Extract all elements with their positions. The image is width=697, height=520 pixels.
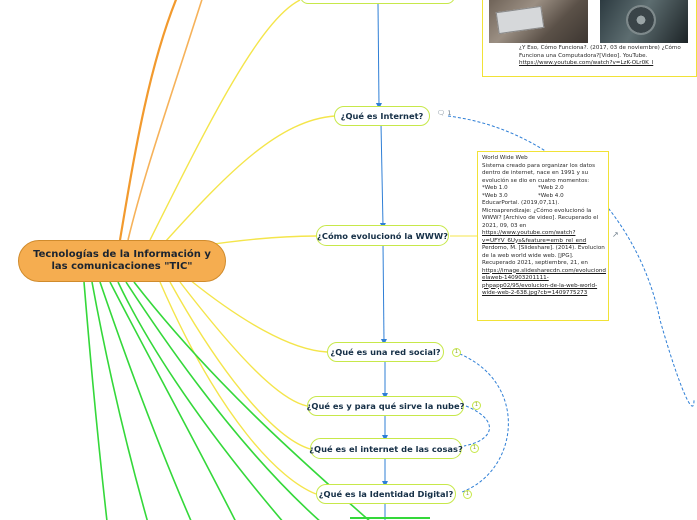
comment-icon: 🗨: [437, 109, 446, 117]
relation-badge[interactable]: 1: [472, 401, 481, 410]
arrow-to-internet: [375, 3, 382, 109]
topic-cut-top[interactable]: [300, 0, 455, 4]
image-computer-parts: [489, 0, 588, 43]
topic-label: ¿Qué es el internet de las cosas?: [309, 443, 463, 454]
topic-label: ¿Qué es una red social?: [330, 347, 441, 357]
youtube-link[interactable]: https://www.youtube.com/watch?: [482, 230, 576, 236]
arrow-to-www: [379, 123, 386, 229]
topic-red-social[interactable]: ¿Qué es una red social?: [327, 342, 444, 362]
branch-to-identidad: [159, 281, 317, 495]
topic-label: ¿Qué es la Identidad Digital?: [318, 489, 454, 499]
comment-count: 1: [447, 109, 452, 117]
topic-nube[interactable]: ¿Qué es y para qué sirve la nube?: [307, 396, 464, 416]
comment-badge[interactable]: 🗨 1: [437, 109, 451, 117]
slideshare-link[interactable]: https://image.slidesharecdn.com/evolucio…: [482, 267, 606, 274]
youtube-link-cont[interactable]: v=UFYV_6Uys&feature=emb_rel_end: [482, 237, 587, 244]
topic-identidad-digital[interactable]: ¿Qué es la Identidad Digital?: [316, 484, 456, 504]
branch-orange-top-2: [127, 0, 203, 241]
note-panel-www[interactable]: World Wide Web Sistema creado para organ…: [477, 151, 609, 321]
note-panel-computer[interactable]: ¿Y Eso, Cómo Funciona?. (2017, 03 de nov…: [482, 0, 697, 77]
relation-badge[interactable]: 1: [470, 444, 479, 453]
branch-green-6: [83, 281, 108, 520]
relation-badge[interactable]: 1: [452, 348, 461, 357]
image-motherboard: [600, 0, 688, 43]
arrow-to-redsocial: [380, 243, 387, 345]
branch-yellow-0: [149, 0, 301, 241]
branch-green-4: [99, 281, 192, 520]
topic-www[interactable]: ¿Cómo evolucionó la WWW?: [316, 225, 449, 246]
branch-green-1: [109, 281, 236, 520]
relation-nube-iot: [463, 405, 490, 447]
external-link-icon[interactable]: ↗: [612, 230, 619, 239]
note-caption: ¿Y Eso, Cómo Funciona?. (2017, 03 de nov…: [519, 45, 695, 68]
topic-label: ¿Qué es Internet?: [340, 111, 424, 121]
branch-green-3: [125, 281, 320, 520]
topic-label: ¿Cómo evolucionó la WWW?: [317, 230, 448, 241]
topic-iot[interactable]: ¿Qué es el internet de las cosas?: [309, 438, 463, 459]
relation-internet: [447, 115, 695, 407]
branch-to-iot: [169, 281, 311, 450]
topic-label: ¿Qué es y para qué sirve la nube?: [306, 401, 465, 411]
branch-to-internet: [164, 115, 336, 243]
video-link[interactable]: https://www.youtube.com/watch?v=LzK-OLr0…: [519, 60, 654, 67]
root-title-line2: las comunicaciones "TIC": [51, 261, 193, 272]
branch-to-redsocial: [189, 279, 328, 353]
branch-green-2: [117, 281, 283, 520]
branch-orange-top: [118, 0, 178, 241]
root-title-line1: Tecnologías de la Información y: [33, 248, 211, 260]
branch-green-5: [91, 281, 149, 520]
branch-to-nube: [179, 281, 308, 407]
root-node[interactable]: Tecnologías de la Información y las comu…: [18, 240, 226, 282]
relation-redsocial-identidad: [454, 351, 509, 493]
topic-internet[interactable]: ¿Qué es Internet?: [334, 106, 430, 126]
relation-badge[interactable]: 1: [463, 490, 472, 499]
